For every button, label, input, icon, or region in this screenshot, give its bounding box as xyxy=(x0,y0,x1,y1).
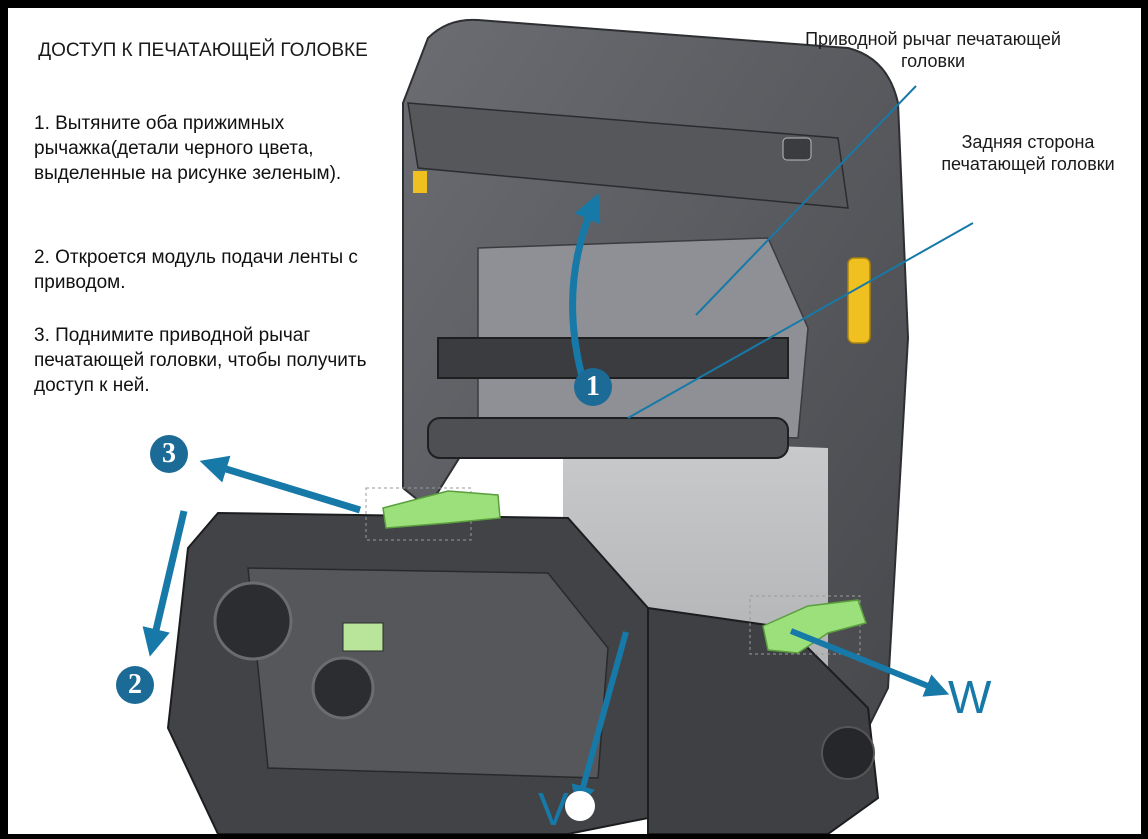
knob-right xyxy=(821,726,875,780)
callout-printhead-back-label: Задняя сторона печатающей головки xyxy=(941,132,1115,174)
printer-illustration xyxy=(142,18,974,834)
step-3-text: 3. Поднимите приводной рычаг печатающей … xyxy=(34,325,367,396)
illustration-canvas: ДОСТУП К ПЕЧАТАЮЩЕЙ ГОЛОВКЕ 1. Вытяните … xyxy=(8,8,1141,834)
marker-w: W xyxy=(948,671,992,723)
gear-bottom xyxy=(311,656,375,720)
arrow-v xyxy=(571,631,629,810)
yellow-tab-left xyxy=(413,171,427,193)
arrow-1-lift xyxy=(569,193,601,381)
step-3-badge: 3 xyxy=(150,435,188,473)
release-lever-right xyxy=(749,595,867,655)
module-sensor xyxy=(342,622,384,652)
arrow-3-pull xyxy=(199,455,362,514)
callout-actuator-label: Приводной рычаг печатающей головки xyxy=(805,29,1061,71)
page-title: ДОСТУП К ПЕЧАТАЮЩЕЙ ГОЛОВКЕ xyxy=(38,40,368,61)
step-2-text: 2. Откроется модуль подачи ленты с приво… xyxy=(34,247,358,293)
arrow-2-open xyxy=(142,510,188,657)
leader-printhead-back xyxy=(627,222,974,419)
module-inner xyxy=(247,567,609,779)
printhead-roller xyxy=(427,417,789,459)
step-2-badge: 2 xyxy=(116,666,154,704)
yellow-tab-right xyxy=(847,257,871,344)
media-sheet xyxy=(563,438,828,668)
gear-top xyxy=(213,581,293,661)
release-lever-left xyxy=(365,487,501,541)
lid-logo-button xyxy=(782,137,812,161)
marker-v: V xyxy=(538,783,569,834)
step-1-text: 1. Вытяните оба прижимных рычажка(детали… xyxy=(34,113,342,184)
step-1-badge: 1 xyxy=(574,368,612,406)
leader-actuator xyxy=(695,85,917,316)
printhead-bar xyxy=(437,337,789,379)
v-white-dot xyxy=(565,791,595,821)
lid-top-panel xyxy=(407,102,849,209)
arrow-w xyxy=(789,628,950,697)
